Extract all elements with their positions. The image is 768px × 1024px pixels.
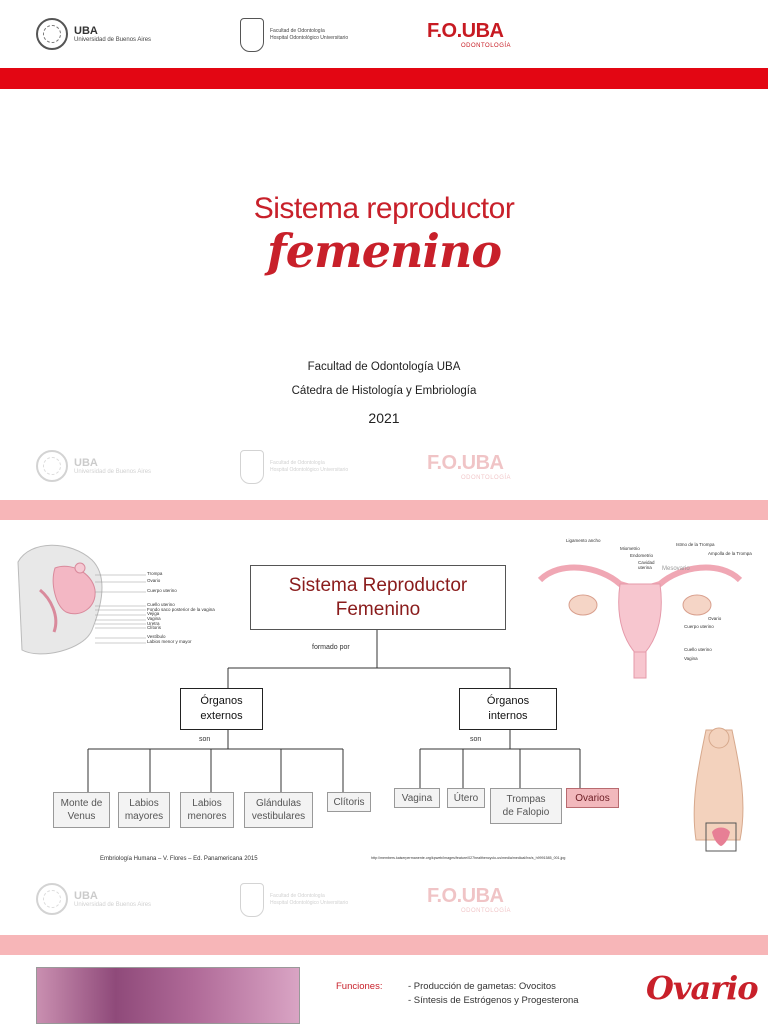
year-text: 2021 bbox=[368, 410, 400, 426]
crest-icon bbox=[240, 883, 264, 917]
uba-subtitle: Universidad de Buenos Aires bbox=[74, 902, 152, 908]
fo-hosp-line2: Hospital Odontológico Universitario bbox=[270, 467, 349, 473]
histology-image bbox=[36, 967, 300, 1024]
funcion-item-1: - Producción de gametas: Ovocitos bbox=[408, 981, 556, 992]
leaf-glandulas-vestibulares: Glándulas vestibulares bbox=[244, 792, 313, 828]
fouba-fo: F.O. bbox=[427, 452, 462, 474]
fouba-subtitle: ODONTOLOGÍA bbox=[461, 43, 512, 49]
label-cuello-uterino: Cuello uterino bbox=[147, 602, 175, 607]
leaf-monte-de-venus: Monte de Venus bbox=[53, 792, 110, 828]
reference-book: Embriología Humana – V. Flores – Ed. Pan… bbox=[100, 856, 258, 862]
fo-hosp-line1: Facultad de Odontología bbox=[270, 460, 325, 466]
leaf-utero: Útero bbox=[447, 788, 485, 808]
header-red-bar bbox=[0, 68, 768, 89]
fouba-uba: UBA bbox=[461, 885, 504, 907]
leaf-labios-mayores: Labios mayores bbox=[118, 792, 170, 828]
fouba-uba: UBA bbox=[461, 20, 504, 42]
crest-icon bbox=[240, 18, 264, 52]
uba-subtitle: Universidad de Buenos Aires bbox=[74, 37, 152, 43]
sagittal-illustration bbox=[17, 544, 146, 655]
label-trompa: Trompa bbox=[147, 571, 163, 576]
fouba-subtitle: ODONTOLOGÍA bbox=[461, 475, 512, 481]
fo-hosp-line2: Hospital Odontológico Universitario bbox=[270, 35, 349, 41]
slide-ovario: Funciones: - Producción de gametas: Ovoc… bbox=[0, 955, 768, 1024]
label-ligamento-ancho: Ligamento ancho bbox=[566, 538, 601, 543]
leaf-ovarios: Ovarios bbox=[566, 788, 619, 808]
uba-logo-footer: UBA Universidad de Buenos Aires bbox=[36, 883, 151, 915]
label-uretra: Uretra bbox=[147, 620, 160, 626]
footer-logos: UBA Universidad de Buenos Aires Facultad… bbox=[0, 450, 768, 500]
fouba-subtitle: ODONTOLOGÍA bbox=[461, 908, 512, 914]
label-vejiga: Vejiga bbox=[147, 611, 160, 616]
label-miometrio: Miometrio bbox=[620, 546, 640, 551]
header-logos: UBA Universidad de Buenos Aires Facultad… bbox=[0, 18, 768, 68]
fouba-logo-footer: F.O.UBA ODONTOLOGÍA bbox=[427, 452, 511, 481]
body-illustration bbox=[693, 727, 744, 852]
uba-seal-icon bbox=[36, 883, 68, 915]
fouba-fo: F.O. bbox=[427, 885, 462, 907]
label-endometrio: Endometrio bbox=[630, 553, 654, 558]
box-organos-internos: Órganos internos bbox=[459, 688, 557, 730]
title-line1: Sistema reproductor bbox=[253, 192, 515, 225]
label-clitoris: Clítoris bbox=[147, 625, 162, 630]
uba-logo: UBA Universidad de Buenos Aires bbox=[36, 18, 151, 50]
connector-formado-por: formado por bbox=[312, 644, 350, 651]
leaf-vagina: Vagina bbox=[394, 788, 440, 808]
ovario-title: Ovario bbox=[646, 969, 759, 1007]
fo-hosp-line1: Facultad de Odontología bbox=[270, 893, 325, 899]
label-mesovario: Mesovario bbox=[662, 566, 690, 572]
fo-hospital-logo-footer: Facultad de Odontología Hospital Odontol… bbox=[240, 883, 348, 917]
uba-subtitle: Universidad de Buenos Aires bbox=[74, 469, 152, 475]
fouba-logo-footer: F.O.UBA ODONTOLOGÍA bbox=[427, 885, 511, 914]
fo-hospital-logo: Facultad de Odontología Hospital Odontol… bbox=[240, 18, 348, 52]
leaf-labios-menores: Labios menores bbox=[180, 792, 234, 828]
uba-logo-footer: UBA Universidad de Buenos Aires bbox=[36, 450, 151, 482]
connector-son-internos: son bbox=[470, 736, 482, 743]
uterus-illustration bbox=[537, 564, 743, 679]
fouba-uba: UBA bbox=[461, 452, 504, 474]
slide-title: UBA Universidad de Buenos Aires Facultad… bbox=[0, 0, 768, 500]
label-labios: Labios menor y mayor bbox=[147, 639, 192, 644]
label-ampolla: Ampolla de la Trompa bbox=[708, 551, 752, 556]
uba-seal-icon bbox=[36, 450, 68, 482]
label-fondo-saco: Fondo saco posterior de la vagina bbox=[147, 606, 215, 612]
label-vagina-right: Vagina bbox=[684, 656, 698, 661]
label-cuello-uterino-right: Cuello uterino bbox=[684, 647, 712, 652]
connector-lines bbox=[87, 630, 581, 792]
reference-url: http://members.kaiserpermanente.org/kpwe… bbox=[371, 856, 566, 860]
funcion-item-2: - Síntesis de Estrógenos y Progesterona bbox=[408, 995, 579, 1006]
label-ovario: Ovario bbox=[147, 578, 161, 583]
box-organos-externos: Órganos externos bbox=[180, 688, 263, 730]
label-vagina: Vagina bbox=[147, 616, 161, 621]
label-cuerpo-uterino: Cuerpo uterino bbox=[147, 588, 177, 593]
fo-hosp-line2: Hospital Odontológico Universitario bbox=[270, 900, 349, 906]
faculty-text: Facultad de Odontología UBA bbox=[307, 361, 461, 373]
chair-text: Cátedra de Histología y Embriología bbox=[291, 385, 477, 397]
connector-son-externos: son bbox=[199, 736, 211, 743]
slide-separator bbox=[0, 500, 768, 520]
uba-name: UBA bbox=[74, 25, 98, 37]
slide2-footer-logos: UBA Universidad de Buenos Aires Facultad… bbox=[0, 883, 768, 933]
main-concept-box: Sistema Reproductor Femenino bbox=[250, 565, 506, 630]
leaf-clitoris: Clítoris bbox=[327, 792, 371, 812]
title-line2: femenino bbox=[266, 224, 502, 278]
leaf-trompas-de-falopio: Trompas de Falopio bbox=[490, 788, 562, 824]
label-ovario-right: Ovario bbox=[708, 616, 722, 621]
label-istmo: Istmo de la Trompa bbox=[676, 542, 715, 547]
funciones-label: Funciones: bbox=[336, 981, 383, 992]
crest-icon bbox=[240, 450, 264, 484]
label-cuerpo-uterino-right: Cuerpo uterino bbox=[684, 624, 714, 629]
uba-name: UBA bbox=[74, 457, 98, 469]
uba-seal-icon bbox=[36, 18, 68, 50]
uba-name: UBA bbox=[74, 890, 98, 902]
fouba-fo: F.O. bbox=[427, 20, 462, 42]
slide-separator bbox=[0, 935, 768, 955]
fo-hospital-logo-footer: Facultad de Odontología Hospital Odontol… bbox=[240, 450, 348, 484]
label-cavidad-uterina: Cavidad uterina bbox=[638, 560, 655, 570]
slide-concept-map: Trompa Ovario Cuerpo uterino Cuello uter… bbox=[0, 520, 768, 935]
fo-hosp-line1: Facultad de Odontología bbox=[270, 28, 325, 34]
diagram-graphics bbox=[17, 544, 744, 852]
fouba-logo: F.O.UBA ODONTOLOGÍA bbox=[427, 20, 511, 49]
label-vestibulo: Vestíbulo bbox=[147, 634, 166, 639]
